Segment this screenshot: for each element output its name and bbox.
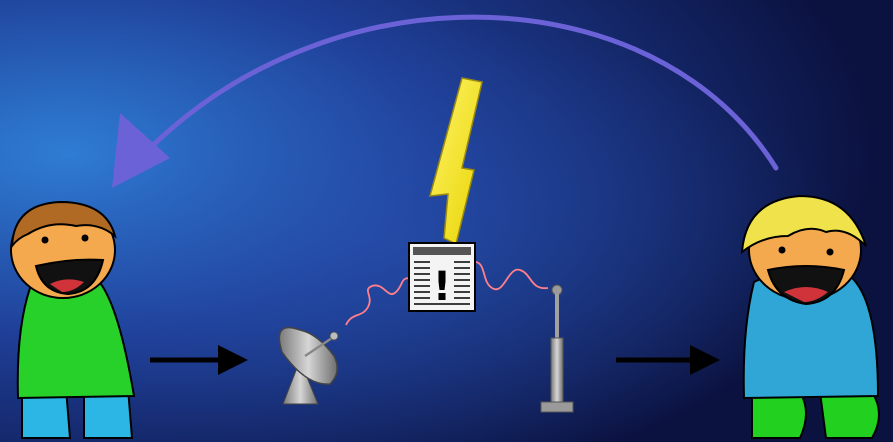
message-document-icon: ! — [409, 243, 475, 311]
sender-eye-right — [82, 235, 89, 242]
receiver-eye-left — [779, 247, 786, 254]
message-symbol: ! — [433, 264, 451, 310]
receiver-eye-right — [827, 249, 834, 256]
sender-eye-left — [42, 237, 49, 244]
